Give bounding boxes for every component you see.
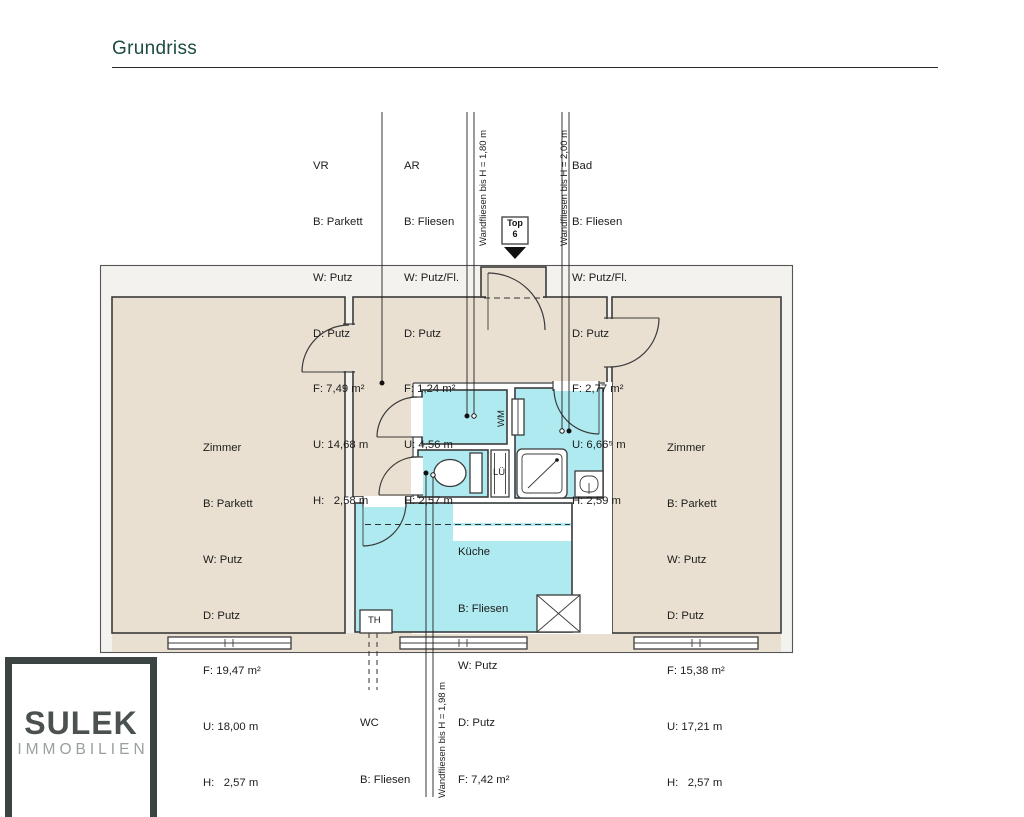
- door-kueche: [362, 496, 407, 547]
- entrance-arrow-icon: [504, 247, 526, 259]
- vent-shaft-label: LÜ: [493, 467, 506, 478]
- boiler-label: TH: [368, 615, 381, 626]
- top6-box: [501, 216, 529, 245]
- room-ar-shape: [421, 389, 508, 445]
- label-bad: Bad B: Fliesen W: Putz/Fl. D: Putz F: 2,…: [572, 160, 628, 507]
- unit-marker-number: 6: [512, 229, 518, 239]
- window-kueche: [399, 636, 528, 650]
- shower-fixture: [516, 448, 568, 499]
- label-wc: WC B: Fliesen W: Putz/Fl. D: Putz F: 0,6…: [360, 716, 411, 787]
- label-kueche: Küche B: Fliesen W: Putz D: Putz F: 7,42…: [458, 546, 510, 786]
- leader-tiles-198: [430, 472, 436, 797]
- leader-tiles-200: [559, 112, 565, 434]
- leader-tiles-180: [471, 112, 477, 419]
- page-title: Grundriss: [112, 38, 198, 59]
- kueche-label-strip-1: [453, 504, 571, 523]
- window-left: [167, 636, 292, 650]
- washing-machine-label: WM: [496, 410, 507, 427]
- logo-name: SULEK: [24, 705, 138, 741]
- vent-shaft-lue: [490, 449, 510, 498]
- radiator-fixture: [511, 398, 525, 436]
- door-bad: [552, 381, 600, 435]
- unit-marker-top: Top: [507, 218, 523, 228]
- unit-marker: Top 6: [502, 218, 528, 240]
- company-logo: SULEK IMMOBILIEN: [5, 657, 157, 817]
- leader-wc: [423, 470, 429, 797]
- entrance-niche: [480, 266, 547, 298]
- door-zimmer-right: [604, 317, 660, 368]
- door-ar: [376, 396, 423, 438]
- kueche-label-strip-2: [453, 526, 571, 541]
- leader-vr: [379, 112, 385, 386]
- label-vr: VR B: Parkett W: Putz D: Putz F: 7,49 m²…: [313, 160, 369, 507]
- leader-bad: [566, 112, 572, 434]
- door-zimmer-left: [301, 323, 355, 373]
- boiler-th-box: [359, 609, 393, 690]
- door-wc: [378, 456, 423, 496]
- window-right: [633, 636, 759, 650]
- label-zimmer-left: Zimmer B: Parkett W: Putz D: Putz F: 19,…: [203, 442, 261, 789]
- note-tiles-200: Wandfliesen bis H = 2,00 m: [559, 129, 570, 246]
- shaft-x-symbol: [536, 594, 581, 633]
- label-ar: AR B: Fliesen W: Putz/Fl. D: Putz F: 1,2…: [404, 160, 460, 507]
- sink-fixture: [574, 470, 604, 498]
- door-entrance: [484, 272, 546, 331]
- leader-ar: [464, 112, 470, 419]
- title-underline: [112, 67, 938, 68]
- room-zimmer-right-shape: [611, 296, 782, 634]
- logo-subtitle: IMMOBILIEN: [17, 741, 149, 758]
- note-tiles-198: Wandfliesen bis H = 1,98 m: [437, 681, 448, 798]
- label-zimmer-right: Zimmer B: Parkett W: Putz D: Putz F: 15,…: [667, 442, 725, 789]
- note-tiles-180: Wandfliesen bis H = 1,80 m: [478, 129, 489, 246]
- toilet-fixture: [433, 452, 483, 494]
